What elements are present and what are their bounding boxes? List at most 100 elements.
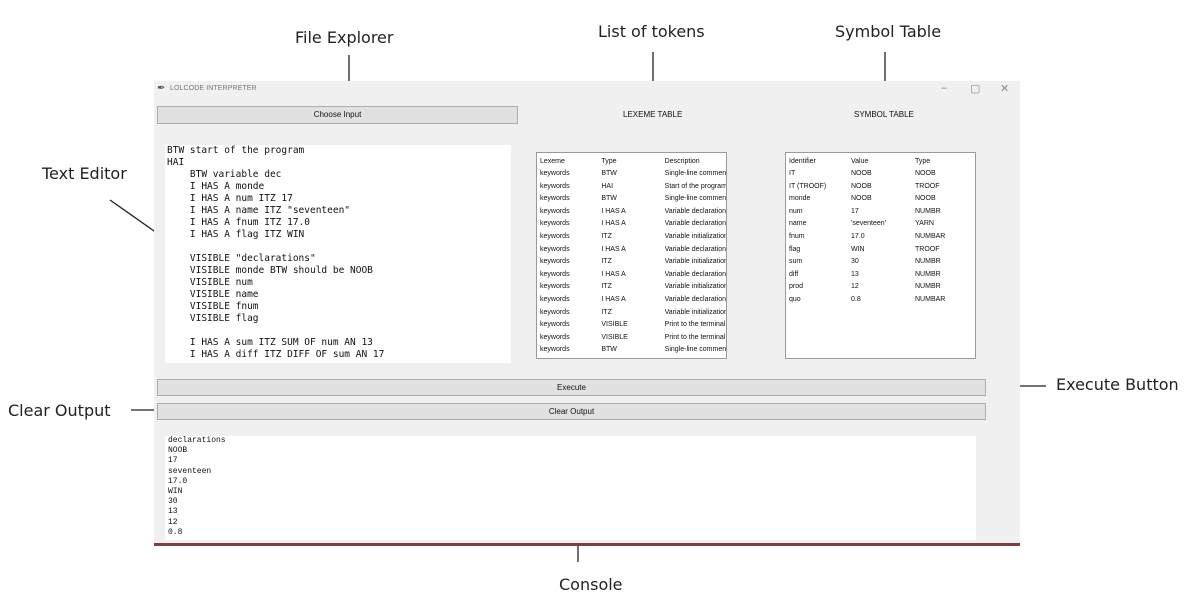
console-line: declarations [168, 436, 226, 445]
table-row: keywords I HAS A Variable declaration [537, 206, 726, 219]
table-cell: 13 [851, 270, 859, 278]
column-header: Type [601, 158, 617, 165]
app-window: ✒ LOLCODE INTERPRETER – ▢ ✕ Choose Input… [154, 81, 1020, 546]
table-cell: keywords [540, 346, 570, 354]
choose-input-button[interactable]: Choose Input [157, 106, 518, 124]
table-cell: keywords [540, 232, 570, 240]
table-cell: NOOB [851, 182, 872, 190]
code-line: I HAS A diff ITZ DIFF OF sum AN 17 [167, 349, 385, 360]
code-line: HAI [167, 157, 185, 168]
table-cell: Variable declaration [664, 207, 726, 215]
minimize-button[interactable]: – [941, 82, 948, 94]
table-cell: 17 [851, 207, 859, 215]
table-cell: keywords [540, 333, 570, 341]
table-cell: Variable declaration [664, 295, 726, 303]
console-line: NOOB [168, 446, 188, 456]
table-cell: ITZ [601, 258, 612, 266]
code-line: VISIBLE fnum [167, 301, 259, 312]
table-cell: 'seventeen' [851, 220, 886, 228]
execute-button-annotation: Execute Button [1056, 375, 1179, 394]
console-line: 30 [168, 497, 178, 507]
clear-output-button[interactable]: Clear Output [157, 403, 986, 420]
code-line: VISIBLE name [167, 289, 259, 300]
code-line: I HAS A name ITZ "seventeen" [167, 205, 351, 216]
console-line: 12 [168, 517, 178, 527]
clear-output-annotation: Clear Output [8, 401, 111, 420]
code-line: VISIBLE monde BTW should be NOOB [167, 265, 373, 276]
table-cell: Variable initialization [664, 258, 726, 266]
code-line: VISIBLE "declarations" [167, 253, 316, 264]
table-cell: ITZ [601, 308, 612, 316]
table-cell: NOOB [851, 170, 872, 177]
column-header: Value [851, 158, 869, 165]
table-cell: keywords [540, 270, 570, 278]
table-cell: Print to the terminal [664, 333, 726, 341]
console-line: WIN [168, 486, 183, 496]
symbol-table-title: SYMBOL TABLE [854, 110, 914, 119]
table-row: keywords I HAS A Variable declaration [537, 244, 726, 257]
file-explorer-annotation: File Explorer [295, 28, 394, 47]
table-cell: num [789, 207, 803, 215]
table-cell: 30 [851, 258, 859, 266]
table-cell: I HAS A [601, 270, 626, 278]
text-editor-annotation: Text Editor [42, 164, 127, 183]
table-cell: Variable declaration [664, 245, 726, 253]
console-annotation: Console [559, 575, 623, 594]
console-line: seventeen [168, 466, 212, 476]
table-cell: I HAS A [601, 220, 626, 228]
table-cell: Variable initialization [664, 283, 726, 291]
maximize-button[interactable]: ▢ [970, 83, 981, 95]
console-line: 17 [168, 456, 178, 466]
table-cell: NUMBR [915, 283, 941, 291]
window-title: LOLCODE INTERPRETER [170, 85, 257, 92]
table-cell: keywords [540, 245, 570, 253]
table-cell: I HAS A [601, 295, 626, 303]
table-cell: NOOB [851, 195, 872, 203]
list-of-tokens-annotation: List of tokens [598, 22, 705, 41]
table-cell: VISIBLE [601, 333, 628, 341]
table-row: num 17 NUMBR [786, 206, 975, 219]
column-header: Type [915, 158, 931, 165]
table-cell: Variable declaration [664, 270, 726, 278]
code-line [165, 325, 511, 337]
table-cell: NUMBAR [915, 232, 946, 240]
table-cell: TROOF [915, 245, 940, 253]
table-cell: Start of the program [664, 182, 726, 190]
table-cell: Variable initialization [664, 232, 726, 240]
table-cell: keywords [540, 182, 570, 190]
table-cell: IT (TROOF) [789, 182, 827, 190]
console-line: 17.0 [168, 476, 188, 486]
table-cell: flag [789, 245, 801, 253]
code-line [165, 241, 511, 253]
table-cell: NUMBR [915, 207, 941, 215]
table-cell: quo [789, 295, 801, 303]
table-cell: I HAS A [601, 245, 626, 253]
table-cell: I HAS A [601, 207, 626, 215]
table-cell: keywords [540, 283, 570, 291]
table-cell: Print to the terminal [664, 321, 726, 329]
table-cell: keywords [540, 207, 570, 215]
code-line: I HAS A fnum ITZ 17.0 [167, 217, 310, 228]
table-cell: IT [789, 170, 796, 177]
table-cell: NOOB [915, 195, 936, 203]
code-line: VISIBLE num [167, 277, 253, 288]
table-cell: 12 [851, 283, 859, 291]
close-button[interactable]: ✕ [1000, 83, 1010, 95]
execute-button[interactable]: Execute [157, 379, 986, 396]
